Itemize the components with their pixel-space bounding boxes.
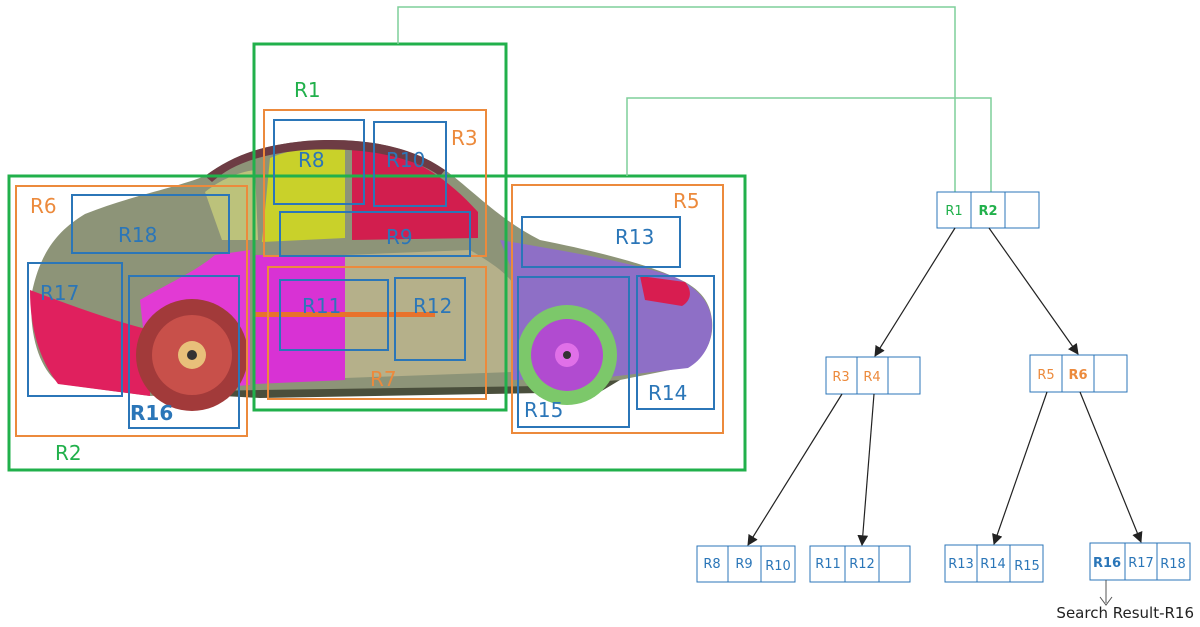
- car-front-window: [352, 149, 478, 240]
- tree-node-mid-right: R5 R6: [1029, 354, 1128, 393]
- region-R4-box: [267, 266, 487, 400]
- leaf-4-entry-1: R16: [1093, 556, 1121, 571]
- region-R10-box: [373, 121, 447, 207]
- leaf-1-entry-3: R10: [765, 559, 791, 574]
- leaf-4-entry-2: R17: [1128, 556, 1154, 571]
- car-illustration: [30, 140, 713, 411]
- region-R5-box: [511, 184, 724, 434]
- leaf-2-entry-1: R11: [815, 557, 841, 572]
- car-front-wheel: [517, 305, 617, 405]
- region-R18-box: [71, 194, 230, 254]
- car-headlamp: [640, 276, 690, 306]
- region-label-R13: R13: [615, 225, 654, 249]
- tree-node-leaf-2: R11 R12: [809, 545, 911, 583]
- region-label-R16: R16: [130, 401, 173, 425]
- region-label-R14: R14: [648, 381, 687, 405]
- region-R13-box: [521, 216, 681, 268]
- mid-left-entry-1: R3: [832, 370, 849, 385]
- region-label-R3: R3: [451, 126, 478, 150]
- region-label-R12: R12: [413, 294, 452, 318]
- leaf-1-entry-2: R9: [735, 557, 752, 572]
- region-label-R11: R11: [302, 294, 341, 318]
- tree-edge-root-midright: [988, 227, 1079, 355]
- region-label-R15: R15: [524, 398, 563, 422]
- region-R2-box: [7, 174, 747, 472]
- mid-right-entry-1: R5: [1037, 368, 1054, 383]
- region-R8-box: [273, 119, 365, 205]
- leaf-3-entry-1: R13: [948, 557, 974, 572]
- region-label-R18: R18: [118, 223, 157, 247]
- car-rear-window: [262, 144, 345, 242]
- car-door-panel: [255, 255, 345, 384]
- tree-node-leaf-1: R8 R9 R10: [696, 545, 796, 583]
- region-R1-box: [252, 42, 508, 412]
- tree-edge-midleft-leaf2: [857, 393, 875, 547]
- root-entry-2: R2: [978, 204, 997, 219]
- region-label-R1: R1: [294, 78, 321, 102]
- region-label-R6: R6: [30, 194, 57, 218]
- car-quarter-window: [205, 170, 258, 240]
- region-label-R10: R10: [386, 148, 425, 172]
- region-R16-box: [128, 275, 240, 429]
- region-R6-box: [15, 185, 248, 437]
- result-arrow-head: [1099, 596, 1113, 606]
- connector-R1: [397, 6, 956, 192]
- region-R11-box: [279, 279, 389, 351]
- car-rear-wheel: [136, 299, 248, 411]
- tree-node-leaf-3: R13 R14 R15: [944, 544, 1044, 583]
- connector-R2: [626, 97, 992, 192]
- region-label-R5: R5: [673, 189, 700, 213]
- region-R14-box: [636, 275, 715, 410]
- region-R17-box: [27, 262, 123, 397]
- tree-edge-midright-leaf3: [992, 391, 1048, 546]
- leaf-1-entry-1: R8: [703, 557, 720, 572]
- tree-node-mid-left: R3 R4: [825, 356, 921, 395]
- leaf-2-entry-2: R12: [849, 557, 875, 572]
- tree-edge-root-midleft: [874, 227, 956, 357]
- mid-left-entry-2: R4: [863, 370, 880, 385]
- car-rear-bumper: [30, 290, 150, 396]
- region-label-R17: R17: [40, 281, 79, 305]
- car-stripe: [255, 312, 435, 317]
- region-R9-box: [279, 211, 471, 257]
- region-label-R9: R9: [386, 225, 413, 249]
- region-label-R7: R7: [370, 367, 397, 391]
- tree-node-root: R1 R2: [936, 191, 1040, 229]
- region-label-R8: R8: [298, 148, 325, 172]
- leaf-4-entry-3: R18: [1160, 557, 1186, 572]
- search-result-label: Search Result-R16: [1056, 604, 1194, 622]
- region-label-R2: R2: [55, 441, 82, 465]
- tree-edge-midleft-leaf1: [747, 393, 843, 546]
- region-R15-box: [517, 276, 630, 428]
- mid-right-entry-2: R6: [1068, 368, 1087, 383]
- region-R12-box: [394, 277, 466, 361]
- leaf-3-entry-2: R14: [980, 557, 1006, 572]
- tree-node-leaf-4: R16 R17 R18: [1089, 542, 1191, 581]
- leaf-3-entry-3: R15: [1014, 559, 1040, 574]
- root-entry-1: R1: [945, 204, 962, 219]
- tree-edge-midright-leaf4: [1079, 391, 1143, 544]
